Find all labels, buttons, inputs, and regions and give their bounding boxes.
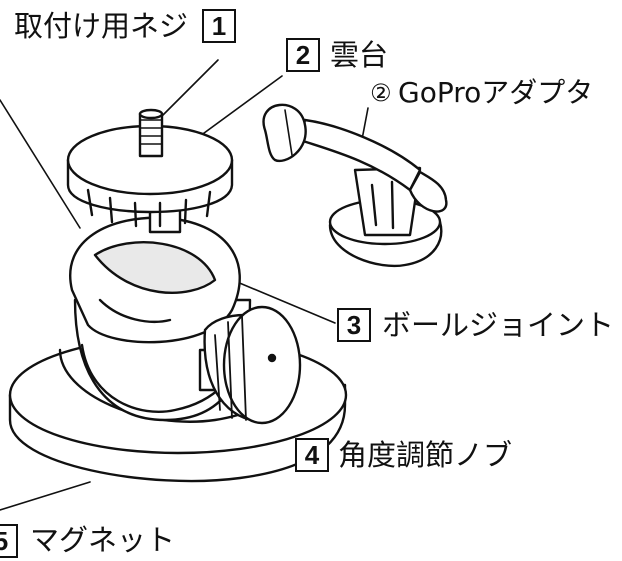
ball-head-body <box>69 216 252 422</box>
label-head: 雲台 <box>330 38 389 72</box>
num-1: 1 <box>202 9 236 43</box>
label-knob: 角度調節ノブ <box>338 438 513 472</box>
circle-2-marker: ② <box>370 79 392 107</box>
label-ball: ボールジョイント <box>382 308 615 342</box>
mounting-head <box>66 108 234 234</box>
num-5: 5 <box>0 524 18 558</box>
gopro-adapter <box>262 103 448 268</box>
num-4: 4 <box>295 438 329 472</box>
num-2: 2 <box>286 38 320 72</box>
num-3: 3 <box>337 308 371 342</box>
adjustment-knob <box>198 305 302 425</box>
label-magnet: マグネット <box>30 523 176 557</box>
label-screw: 取付け用ネジ <box>14 9 189 43</box>
label-gopro: GoProアダプタ <box>398 76 594 109</box>
